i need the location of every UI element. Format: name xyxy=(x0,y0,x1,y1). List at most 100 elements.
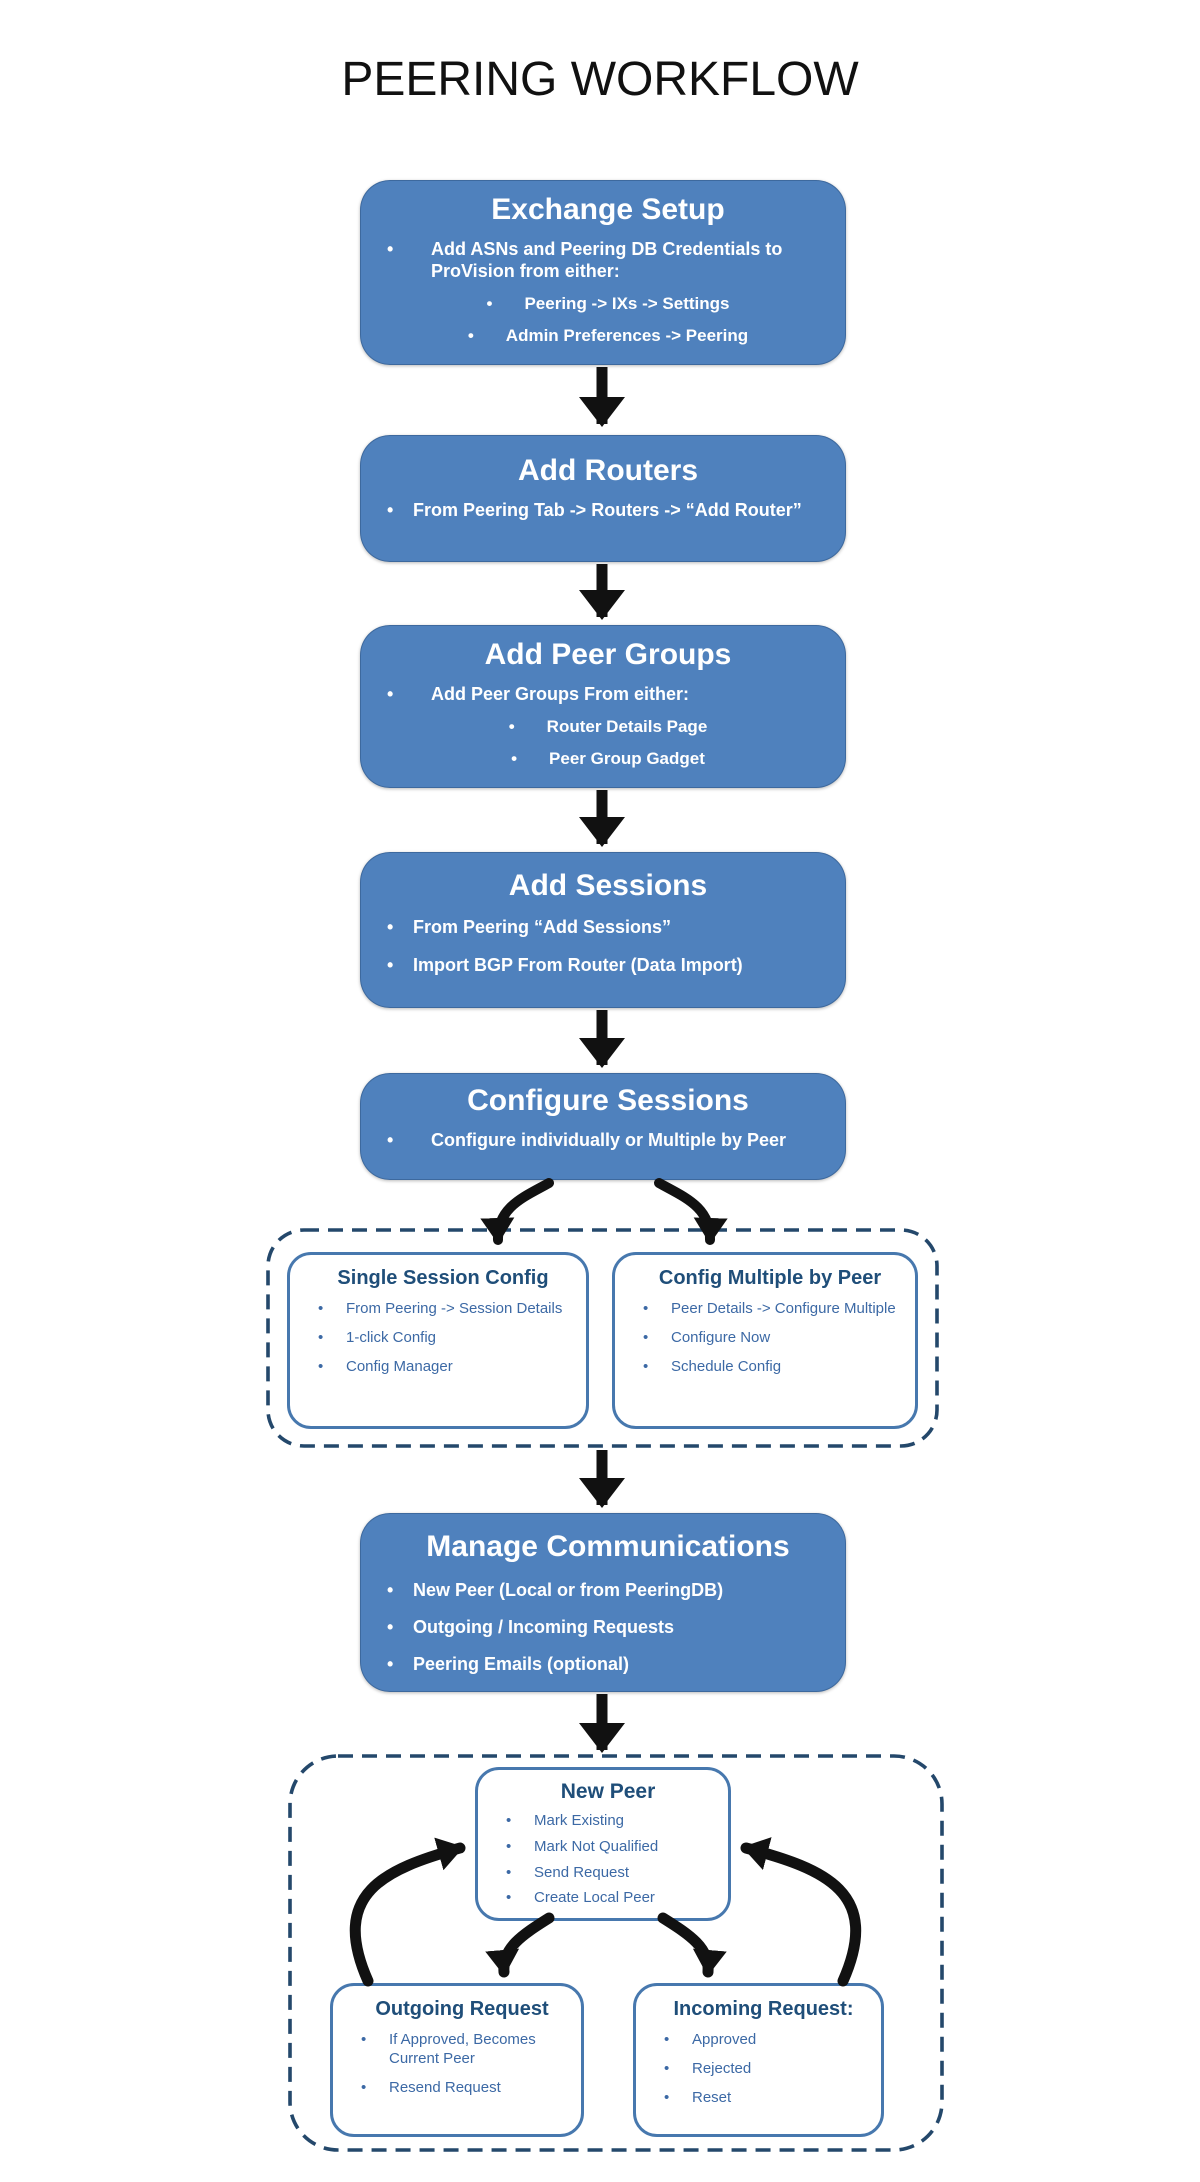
bullet-text: From Peering Tab -> Routers -> “Add Rout… xyxy=(413,500,802,520)
bullet-marker: • xyxy=(643,1300,649,1317)
flow-box-single-session-config: Single Session Config • From Peering -> … xyxy=(287,1252,589,1429)
bullet-item: • Router Details Page xyxy=(387,717,829,738)
bullet-marker: • xyxy=(643,1357,649,1375)
bullet-marker: • xyxy=(318,1357,324,1375)
bullet-item: • Admin Preferences -> Peering xyxy=(387,326,829,347)
bullet-item: • Mark Not Qualified xyxy=(502,1838,714,1857)
bullet-item: • Send Request xyxy=(502,1864,714,1883)
bullet-item: • Rejected xyxy=(660,2060,867,2079)
arrow-new-peer-to-incoming xyxy=(657,1912,727,1978)
bullet-text: Mark Not Qualified xyxy=(534,1837,659,1855)
bullet-item: • Outgoing / Incoming Requests xyxy=(387,1617,829,1639)
bullet-item: • Configure individually or Multiple by … xyxy=(387,1130,829,1152)
bullet-text: From Peering “Add Sessions” xyxy=(413,917,672,937)
bullet-marker: • xyxy=(486,293,493,313)
bullet-marker: • xyxy=(664,2088,670,2106)
bullet-text: Peering -> IXs -> Settings xyxy=(524,293,730,313)
bullet-marker: • xyxy=(387,1130,394,1150)
box-heading: Manage Communications xyxy=(426,1530,790,1563)
bullet-marker: • xyxy=(387,1580,394,1600)
bullet-marker: • xyxy=(506,1812,512,1829)
bullet-marker: • xyxy=(318,1300,324,1317)
bullet-text: Add ASNs and Peering DB Credentials to P… xyxy=(431,239,783,281)
bullet-text: Mark Existing xyxy=(534,1812,625,1829)
box-heading: New Peer xyxy=(560,1780,656,1803)
box-heading: Configure Sessions xyxy=(467,1084,749,1117)
bullet-item: • Mark Existing xyxy=(502,1812,714,1831)
bullet-text: 1-click Config xyxy=(346,1328,437,1346)
bullet-item: • From Peering Tab -> Routers -> “Add Ro… xyxy=(387,500,829,522)
bullet-text: Send Request xyxy=(534,1863,630,1881)
bullet-marker: • xyxy=(508,716,515,736)
bullet-marker: • xyxy=(506,1837,512,1855)
bullet-item: • From Peering -> Session Details xyxy=(314,1300,572,1319)
bullet-marker: • xyxy=(506,1863,512,1881)
bullet-text: Import BGP From Router (Data Import) xyxy=(413,954,743,975)
bullet-marker: • xyxy=(511,748,518,768)
bullet-marker: • xyxy=(387,954,394,975)
bullet-item: • Schedule Config xyxy=(639,1358,901,1377)
bullet-marker: • xyxy=(387,500,394,520)
flow-box-new-peer: New Peer • Mark Existing • Mark Not Qual… xyxy=(475,1767,731,1921)
bullet-item: • Add Peer Groups From either: xyxy=(387,684,829,706)
bullet-marker: • xyxy=(387,1616,394,1637)
arrow-outgoing-to-new-peer xyxy=(349,1837,466,1987)
bullet-marker: • xyxy=(506,1889,512,1907)
flow-box-outgoing-request: Outgoing Request • If Approved, Becomes … xyxy=(330,1983,584,2137)
flow-box-incoming-request: Incoming Request: • Approved • Rejected … xyxy=(633,1983,884,2137)
bullet-text: Create Local Peer xyxy=(534,1889,655,1907)
bullet-text: New Peer (Local or from PeeringDB) xyxy=(413,1580,724,1600)
flow-box-manage-communications: Manage Communications • New Peer (Local … xyxy=(360,1513,846,1692)
bullet-item: • From Peering “Add Sessions” xyxy=(387,917,829,939)
flow-box-add-routers: Add Routers • From Peering Tab -> Router… xyxy=(360,435,846,562)
box-heading: Exchange Setup xyxy=(491,193,725,226)
bullet-item: • Reset xyxy=(660,2089,867,2108)
bullet-item: • Config Manager xyxy=(314,1358,572,1377)
bullet-text: Router Details Page xyxy=(546,716,708,736)
bullet-text: Configure individually or Multiple by Pe… xyxy=(431,1130,787,1150)
bullet-text: Reset xyxy=(692,2088,732,2106)
box-heading: Single Session Config xyxy=(337,1267,549,1289)
page-title: PEERING WORKFLOW xyxy=(341,53,859,106)
box-heading: Add Peer Groups xyxy=(484,638,732,671)
bullet-text: From Peering -> Session Details xyxy=(346,1300,563,1317)
bullet-marker: • xyxy=(318,1328,324,1346)
bullet-item: • If Approved, Becomes Current Peer xyxy=(357,2031,567,2069)
arrow-configure-to-single xyxy=(480,1178,554,1245)
bullet-marker: • xyxy=(361,2031,367,2048)
flow-box-configure-sessions: Configure Sessions • Configure individua… xyxy=(360,1073,846,1180)
bullet-item: • Peer Details -> Configure Multiple xyxy=(639,1300,901,1319)
bullet-text: Config Manager xyxy=(346,1357,453,1375)
box-heading: Outgoing Request xyxy=(375,1998,549,2020)
bullet-item: • Peering Emails (optional) xyxy=(387,1654,829,1676)
bullet-text: Peer Group Gadget xyxy=(549,748,705,768)
bullet-item: • 1-click Config xyxy=(314,1329,572,1348)
bullet-text: Peering Emails (optional) xyxy=(413,1653,630,1674)
bullet-item: • Add ASNs and Peering DB Credentials to… xyxy=(387,239,829,283)
bullet-item: • New Peer (Local or from PeeringDB) xyxy=(387,1580,829,1602)
flow-box-add-sessions: Add Sessions • From Peering “Add Session… xyxy=(360,852,846,1008)
box-heading: Config Multiple by Peer xyxy=(658,1267,882,1289)
bullet-text: Admin Preferences -> Peering xyxy=(505,325,749,345)
box-heading: Add Routers xyxy=(518,454,698,487)
bullet-text: Configure Now xyxy=(671,1328,771,1346)
bullet-marker: • xyxy=(643,1328,649,1346)
arrow-new-peer-to-outgoing xyxy=(485,1912,555,1978)
bullet-marker: • xyxy=(664,2059,670,2077)
bullet-marker: • xyxy=(361,2078,367,2096)
bullet-text: Peer Details -> Configure Multiple xyxy=(671,1300,896,1317)
bullet-item: • Configure Now xyxy=(639,1329,901,1348)
bullet-item: • Create Local Peer xyxy=(502,1889,714,1908)
bullet-text: Resend Request xyxy=(389,2078,501,2096)
arrow-configure-to-multiple xyxy=(654,1178,728,1245)
arrow-incoming-to-new-peer xyxy=(740,1837,862,1987)
box-heading: Incoming Request: xyxy=(673,1998,854,2020)
bullet-marker: • xyxy=(387,239,394,259)
bullet-item: • Peering -> IXs -> Settings xyxy=(387,294,829,315)
bullet-item: • Import BGP From Router (Data Import) xyxy=(387,955,829,977)
bullet-text: Rejected xyxy=(692,2059,752,2077)
bullet-text: Schedule Config xyxy=(671,1357,782,1375)
bullet-marker: • xyxy=(387,684,394,704)
bullet-text: Add Peer Groups From either: xyxy=(431,684,690,704)
